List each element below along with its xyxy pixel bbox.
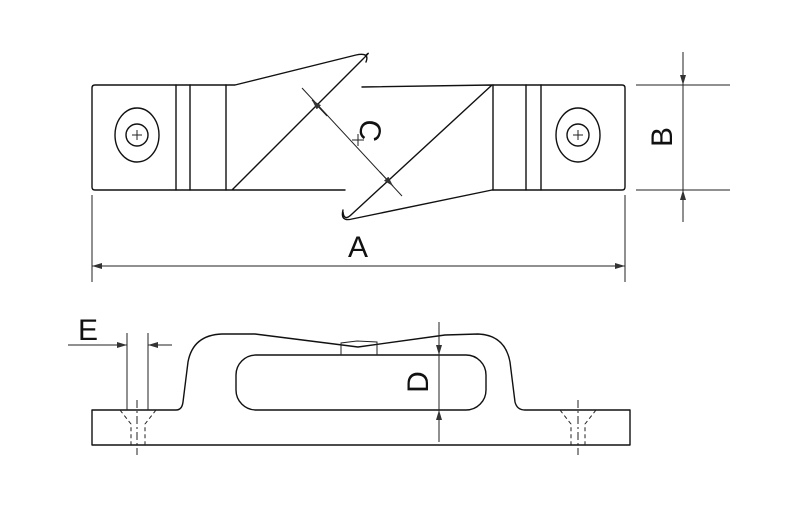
dim-d-label: D	[402, 371, 435, 393]
top-view-outline	[91, 52, 626, 221]
slot	[235, 354, 487, 411]
dim-a-label: A	[348, 231, 368, 264]
left-screw-hole-icon	[114, 107, 160, 163]
dim-b-label: B	[646, 127, 679, 147]
right-screw-hole-icon	[555, 107, 601, 163]
dim-c-arrow	[311, 99, 328, 117]
right-countersink-icon	[559, 400, 597, 455]
side-view-outline	[91, 333, 631, 446]
top-view	[91, 52, 626, 221]
dim-c-arrow	[379, 171, 394, 187]
left-countersink-icon	[119, 400, 157, 455]
center-block	[340, 340, 378, 355]
center-mark	[352, 134, 364, 146]
dim-e-label: E	[78, 314, 98, 347]
side-view	[91, 333, 631, 455]
